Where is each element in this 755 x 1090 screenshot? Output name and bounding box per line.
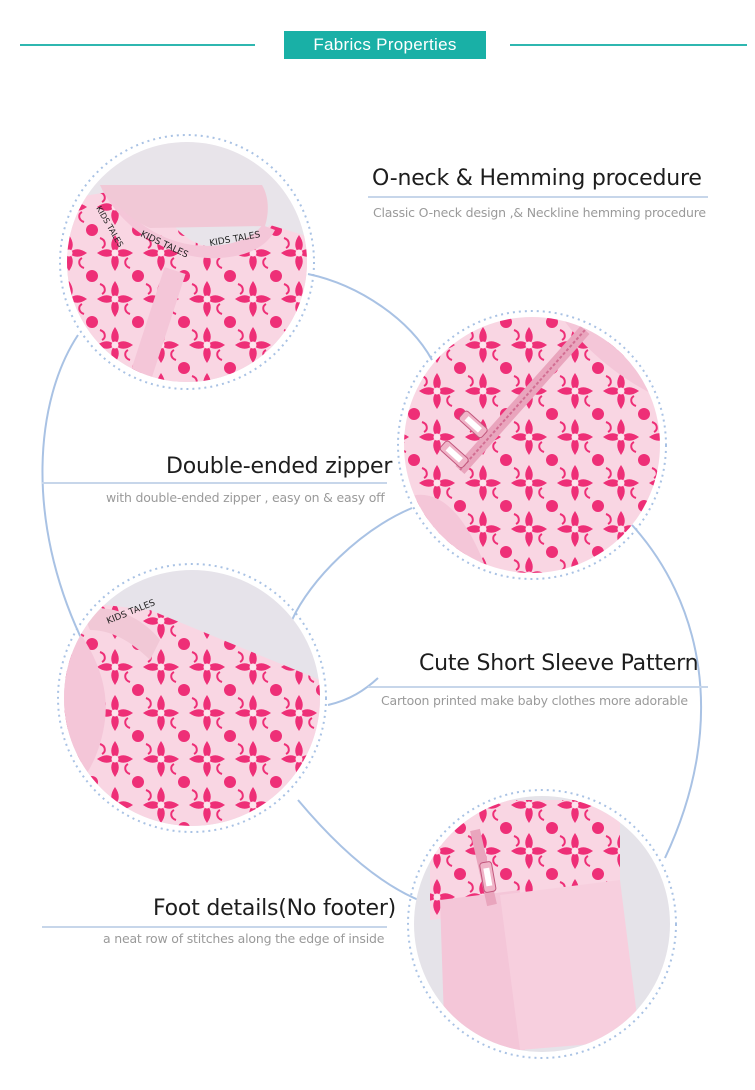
zipper-photo <box>397 310 667 580</box>
header-line-right <box>510 44 747 46</box>
feature-title-sleeve: Cute Short Sleeve Pattern <box>419 651 699 676</box>
section-title-badge: Fabrics Properties <box>284 31 486 59</box>
header-line-left <box>20 44 255 46</box>
connector-arcs <box>41 273 703 906</box>
feature-rule-sleeve <box>368 686 708 688</box>
feature-desc-zipper: with double-ended zipper , easy on & eas… <box>106 490 385 505</box>
foot-photo <box>407 789 677 1059</box>
feature-title-zipper: Double-ended zipper <box>166 454 393 479</box>
feature-rule-zipper <box>42 482 387 484</box>
feature-title-oneck: O-neck & Hemming procedure <box>372 166 702 191</box>
feature-title-foot: Foot details(No footer) <box>153 896 397 921</box>
feature-desc-oneck: Classic O-neck design ,& Neckline hemmin… <box>373 205 706 220</box>
feature-desc-sleeve: Cartoon printed make baby clothes more a… <box>381 693 688 708</box>
oneck-photo: KIDS TALES KIDS TALES KIDS TALES <box>59 134 315 390</box>
sleeve-photo: KIDS TALES <box>57 563 327 833</box>
feature-rule-foot <box>42 926 387 928</box>
feature-rule-oneck <box>368 196 708 198</box>
feature-desc-foot: a neat row of stitches along the edge of… <box>103 931 385 946</box>
